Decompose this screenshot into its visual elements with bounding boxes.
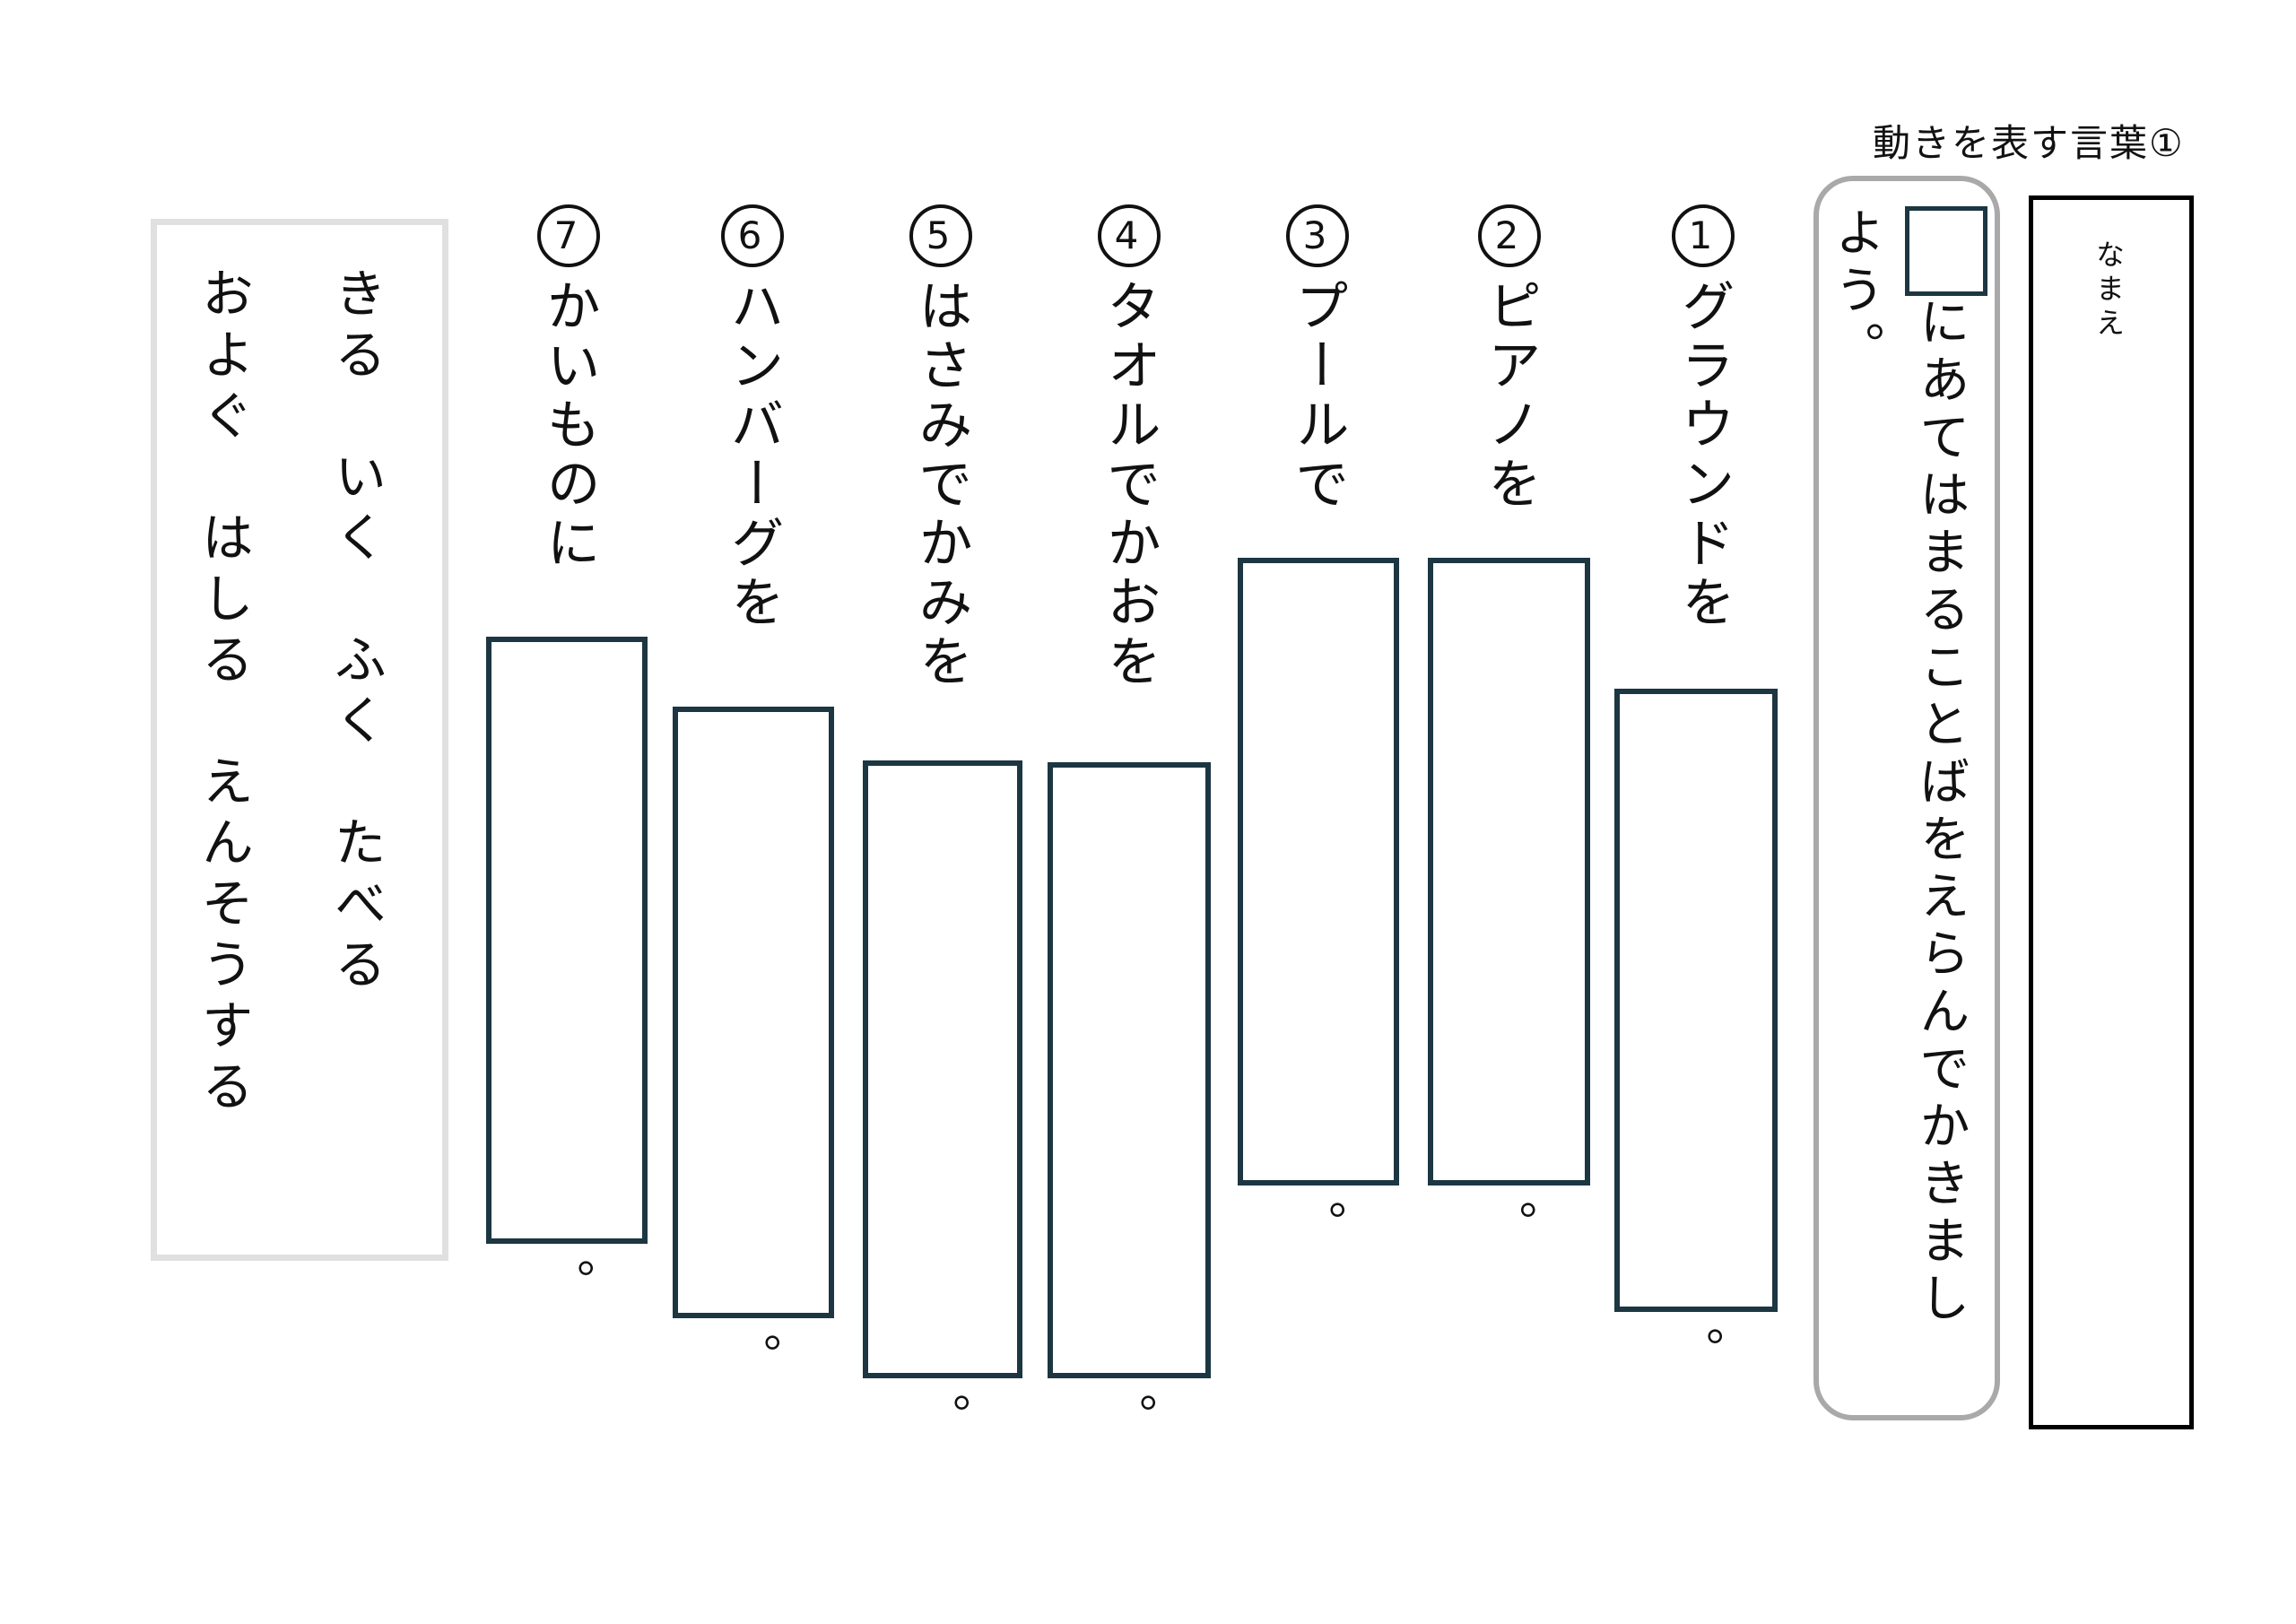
answer-box-1[interactable] bbox=[1614, 689, 1778, 1312]
item-6-label: 6 ハンバーグを bbox=[721, 204, 784, 633]
item-4-text: タオルでかおを bbox=[1098, 278, 1161, 692]
item-6-number-icon: 6 bbox=[721, 204, 784, 267]
item-2-number-icon: 2 bbox=[1478, 204, 1541, 267]
answer-5: 。 bbox=[863, 760, 1022, 1448]
period-5: 。 bbox=[916, 1393, 970, 1439]
answer-box-7[interactable] bbox=[486, 637, 648, 1244]
answer-3: 。 bbox=[1238, 558, 1399, 1255]
answer-2: 。 bbox=[1428, 558, 1590, 1255]
answer-box-5[interactable] bbox=[863, 760, 1022, 1378]
item-5-number: 5 bbox=[926, 213, 956, 257]
word-bank-column-2: およぐ はしる えんそうする bbox=[193, 266, 254, 1120]
item-4-number-icon: 4 bbox=[1098, 204, 1161, 267]
item-1-label: 1 グラウンドを bbox=[1672, 204, 1735, 633]
period-2: 。 bbox=[1482, 1200, 1536, 1246]
item-2-number: 2 bbox=[1494, 213, 1525, 257]
period-6: 。 bbox=[726, 1333, 780, 1379]
item-6-text: ハンバーグを bbox=[721, 278, 784, 633]
item-7-number-icon: 7 bbox=[537, 204, 600, 267]
answer-box-2[interactable] bbox=[1428, 558, 1590, 1185]
item-3-text: プールで bbox=[1286, 278, 1349, 515]
item-3-number: 3 bbox=[1302, 213, 1333, 257]
item-3-label: 3 プールで bbox=[1286, 204, 1349, 515]
instruction-line-1-text: にあてはまることばをえらんでかきまし bbox=[1911, 296, 1970, 1329]
name-label: なまえ bbox=[2092, 239, 2126, 342]
answer-box-3[interactable] bbox=[1238, 558, 1399, 1185]
name-field[interactable]: なまえ bbox=[2029, 195, 2194, 1429]
item-3-number-icon: 3 bbox=[1286, 204, 1349, 267]
instruction-text: にあてはまることばをえらんでかきまし よう。 bbox=[1819, 206, 1995, 1390]
item-7-number: 7 bbox=[553, 213, 584, 257]
answer-box-4[interactable] bbox=[1048, 762, 1211, 1378]
instruction-box: にあてはまることばをえらんでかきまし よう。 bbox=[1813, 176, 2000, 1420]
item-6-number: 6 bbox=[737, 213, 768, 257]
item-4-number: 4 bbox=[1114, 213, 1144, 257]
answer-6: 。 bbox=[673, 707, 834, 1388]
word-bank-column-1: きる いく ふく たべる bbox=[326, 266, 387, 998]
instruction-line-2: よう。 bbox=[1826, 206, 1884, 378]
period-3: 。 bbox=[1292, 1200, 1345, 1246]
item-7-label: 7 かいものに bbox=[537, 204, 600, 574]
item-5-text: はさみでかみを bbox=[909, 278, 972, 692]
word-bank: きる いく ふく たべる およぐ はしる えんそうする bbox=[151, 219, 448, 1261]
word-bank-words: きる いく ふく たべる およぐ はしる えんそうする bbox=[157, 266, 457, 1235]
answer-1: 。 bbox=[1614, 689, 1778, 1382]
answer-7: 。 bbox=[486, 637, 648, 1314]
item-5-number-icon: 5 bbox=[909, 204, 972, 267]
page-title: 動きを表す言葉① bbox=[1873, 121, 2185, 165]
item-4-label: 4 タオルでかおを bbox=[1098, 204, 1161, 692]
answer-4: 。 bbox=[1048, 762, 1211, 1448]
period-1: 。 bbox=[1669, 1326, 1723, 1373]
period-7: 。 bbox=[540, 1258, 594, 1305]
item-5-label: 5 はさみでかみを bbox=[909, 204, 972, 692]
item-7-text: かいものに bbox=[537, 278, 600, 574]
answer-box-6[interactable] bbox=[673, 707, 834, 1318]
blank-square-icon bbox=[1905, 206, 1987, 296]
item-1-number: 1 bbox=[1688, 213, 1718, 257]
item-2-label: 2 ピアノを bbox=[1478, 204, 1541, 515]
period-4: 。 bbox=[1102, 1393, 1156, 1439]
item-1-number-icon: 1 bbox=[1672, 204, 1735, 267]
item-1-text: グラウンドを bbox=[1672, 278, 1735, 633]
item-2-text: ピアノを bbox=[1478, 278, 1541, 515]
instruction-line-1: にあてはまることばをえらんでかきまし bbox=[1891, 206, 1989, 1390]
